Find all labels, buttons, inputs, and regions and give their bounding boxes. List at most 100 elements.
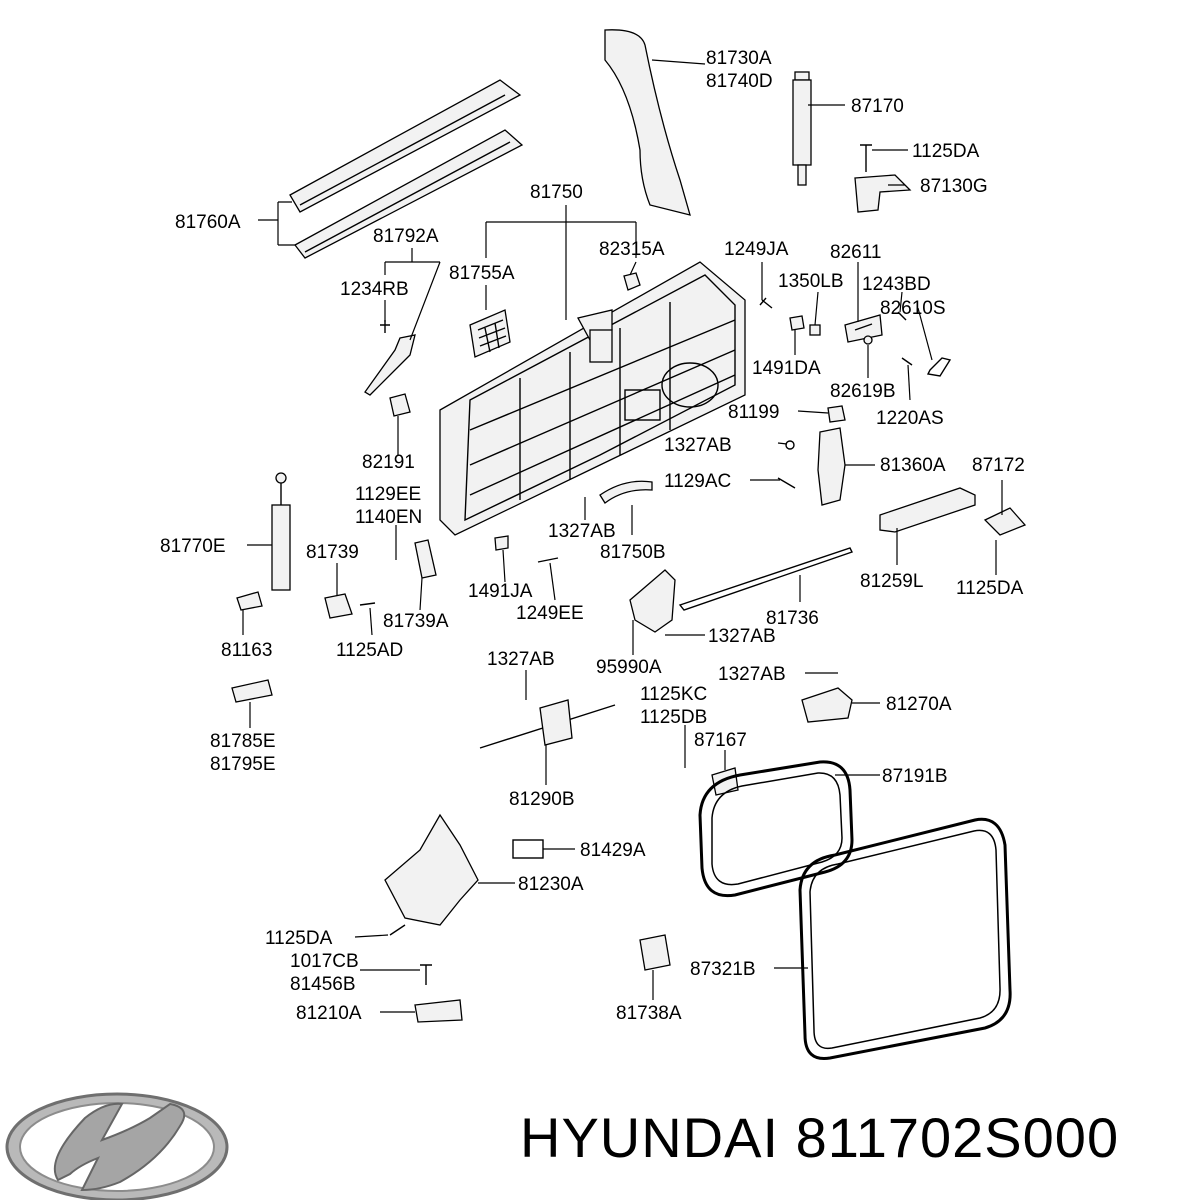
clip-82315a bbox=[623, 272, 641, 291]
label-81750b: 81750B bbox=[600, 542, 666, 563]
bracket-81259l bbox=[879, 487, 976, 533]
pillar-trim-81730a bbox=[604, 29, 691, 216]
label-81738a: 81738A bbox=[616, 1003, 682, 1024]
bolt-1125da-top bbox=[860, 144, 872, 172]
label-1243bd: 1243BD bbox=[862, 274, 931, 295]
label-81210a: 81210A bbox=[296, 1003, 362, 1024]
fastener-1491ja bbox=[494, 535, 509, 551]
striker-81210a bbox=[414, 999, 463, 1023]
label-81739: 81739 bbox=[306, 542, 359, 563]
leader-lines bbox=[242, 59, 1003, 1013]
handle-81750b bbox=[599, 480, 653, 504]
label-1327ab-b: 1327AB bbox=[548, 521, 616, 542]
latch-81360a bbox=[777, 427, 846, 506]
hyundai-logo-icon bbox=[5, 1092, 229, 1200]
bumper-81738a bbox=[639, 934, 671, 971]
label-81740d: 81740D bbox=[706, 71, 773, 92]
bumper-82191 bbox=[389, 393, 411, 417]
bushing-81199 bbox=[827, 405, 846, 423]
label-1327ab-e: 1327AB bbox=[718, 664, 786, 685]
label-81736: 81736 bbox=[766, 608, 819, 629]
bracket-95990a bbox=[629, 569, 676, 633]
label-81199: 81199 bbox=[728, 402, 779, 423]
label-1491da-top: 1491DA bbox=[752, 358, 821, 379]
label-1125ad: 1125AD bbox=[336, 640, 403, 661]
bolt-1017cb bbox=[420, 964, 432, 985]
label-1129ee: 1129EE bbox=[355, 484, 421, 505]
label-1491ja: 1491JA bbox=[468, 581, 533, 602]
grille-81755a bbox=[469, 309, 511, 358]
label-81795e: 81795E bbox=[210, 754, 276, 775]
label-81792a: 81792A bbox=[373, 226, 439, 247]
label-81456b: 81456B bbox=[290, 974, 356, 995]
label-81429a: 81429A bbox=[580, 840, 646, 861]
label-87172: 87172 bbox=[972, 455, 1025, 476]
label-81230a: 81230A bbox=[518, 874, 584, 895]
bracket-81785e bbox=[231, 679, 273, 703]
label-87191b: 87191B bbox=[882, 766, 948, 787]
label-1249ee: 1249EE bbox=[516, 603, 584, 624]
bolt-1125da-bottom bbox=[389, 924, 406, 936]
bracket-87130g bbox=[854, 174, 912, 213]
latch-81290b bbox=[539, 699, 573, 746]
label-82315a: 82315A bbox=[599, 239, 665, 260]
label-81163: 81163 bbox=[221, 640, 272, 661]
label-95990a: 95990A bbox=[596, 657, 662, 678]
label-82191: 82191 bbox=[362, 452, 415, 473]
label-1140en: 1140EN bbox=[355, 507, 422, 528]
tailgate-panel-81750 bbox=[439, 261, 746, 536]
label-1327ab-d: 1327AB bbox=[487, 649, 555, 670]
gas-strut-81770e bbox=[271, 472, 291, 591]
label-1350lb: 1350LB bbox=[778, 271, 844, 292]
label-81770e: 81770E bbox=[160, 536, 226, 557]
label-1234rb: 1234RB bbox=[340, 279, 409, 300]
gas-strut-87170 bbox=[792, 71, 812, 186]
label-87321b: 87321B bbox=[690, 959, 756, 980]
label-81360a: 81360A bbox=[880, 455, 946, 476]
label-81290b: 81290B bbox=[509, 789, 575, 810]
rail-part-81760a bbox=[289, 79, 524, 259]
bracket-87172 bbox=[983, 507, 1027, 536]
ball-stud-81163 bbox=[236, 591, 263, 611]
label-1125db: 1125DB bbox=[640, 707, 707, 728]
latch-81230a bbox=[384, 813, 479, 926]
door-seal-87321b bbox=[798, 817, 1012, 1061]
label-82611: 82611 bbox=[830, 242, 881, 263]
label-81760a: 81760A bbox=[175, 212, 241, 233]
label-1017cb: 1017CB bbox=[290, 951, 359, 972]
label-81259l: 81259L bbox=[860, 571, 923, 592]
bolt-1125ad bbox=[359, 602, 376, 606]
label-87130g: 87130G bbox=[920, 176, 988, 197]
brand-part-number: HYUNDAI 811702S000 bbox=[520, 1106, 1120, 1169]
window-seal-87191b bbox=[698, 760, 854, 898]
handle-hardware bbox=[759, 297, 952, 377]
label-81429a bbox=[512, 839, 544, 859]
label-82619b: 82619B bbox=[830, 381, 896, 402]
label-1327ab-c: 1327AB bbox=[708, 626, 776, 647]
trim-strip-81792a bbox=[364, 320, 416, 396]
label-1129ac: 1129AC bbox=[664, 471, 731, 492]
label-87167: 87167 bbox=[694, 730, 747, 751]
bracket-87167 bbox=[711, 767, 739, 796]
label-1125da-right: 1125DA bbox=[956, 578, 1024, 599]
screw-1249ee bbox=[537, 557, 559, 563]
label-81730a: 81730A bbox=[706, 48, 772, 69]
label-1220as: 1220AS bbox=[876, 408, 944, 429]
label-81750: 81750 bbox=[530, 182, 583, 203]
label-81785e: 81785E bbox=[210, 731, 276, 752]
label-1125da-top: 1125DA bbox=[912, 141, 980, 162]
part-81739 bbox=[324, 593, 353, 619]
rod-81736 bbox=[678, 547, 853, 611]
label-81755a: 81755A bbox=[449, 263, 515, 284]
label-1125kc: 1125KC bbox=[640, 684, 707, 705]
label-87170: 87170 bbox=[851, 96, 904, 117]
label-1327ab-a: 1327AB bbox=[664, 435, 732, 456]
label-81270a: 81270A bbox=[886, 694, 952, 715]
part-81739a bbox=[414, 539, 437, 579]
label-81739a: 81739A bbox=[383, 611, 449, 632]
label-1249ja: 1249JA bbox=[724, 239, 789, 260]
label-1125da-bottom: 1125DA bbox=[265, 928, 333, 949]
part-labels: 81730A 81740D 87170 1125DA 87130G 81760A… bbox=[160, 48, 1025, 1024]
label-82610s: 82610S bbox=[880, 298, 946, 319]
